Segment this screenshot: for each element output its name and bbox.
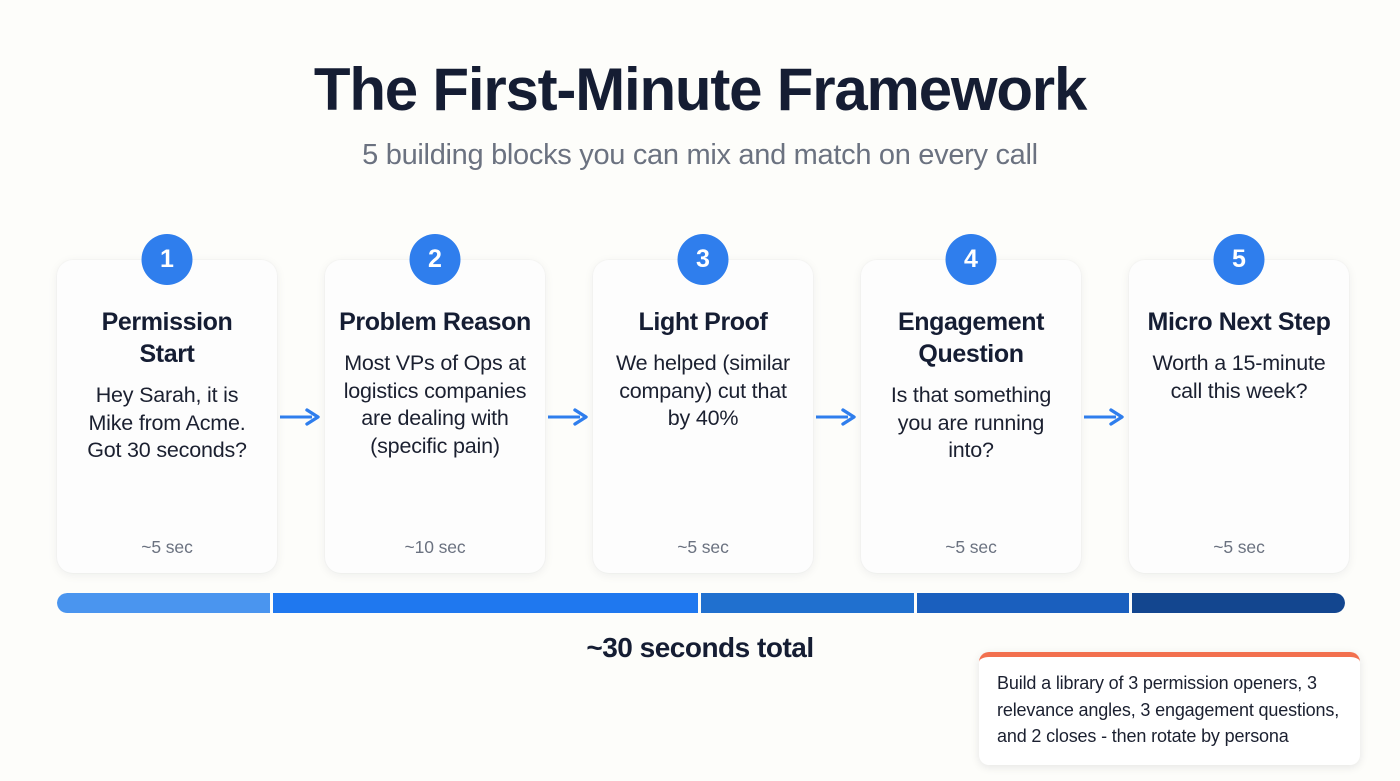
page-title: The First-Minute Framework [313,56,1087,123]
progress-segment-3 [701,593,914,613]
step-title: Problem Reason [339,308,531,336]
arrow-right-icon [1081,260,1129,573]
step-duration: ~5 sec [141,537,193,557]
step-title: Light Proof [638,308,768,336]
step-script-text: Worth a 15-minute call this week? [1152,351,1326,403]
step-duration: ~5 sec [945,537,997,557]
tip-callout: Build a library of 3 permission openers,… [979,652,1360,765]
step-number-badge: 3 [677,234,729,285]
progress-segment-4 [916,593,1130,613]
step-title: Engagement Question [897,308,1045,368]
timeline-progress-bar [57,593,1345,613]
step-script-text: We helped (similar company) cut that by … [615,351,791,431]
step-duration: ~10 sec [404,537,466,557]
step-script-text: Most VPs of Ops at logistics companies a… [343,351,527,458]
step-title: Micro Next Step [1147,308,1331,336]
arrow-right-icon [277,260,325,573]
progress-segment-1 [57,593,270,613]
progress-segment-5 [1132,593,1345,613]
tip-callout-text: Build a library of 3 permission openers,… [997,673,1340,747]
step-title: Permission Start [101,308,233,368]
step-number-badge: 5 [1213,234,1265,285]
progress-segment-2 [272,593,698,613]
step-script-text: Is that something you are running into? [890,383,1052,463]
page-subtitle: 5 building blocks you can mix and match … [362,138,1038,171]
arrow-right-icon [813,260,861,573]
step-script-text: Hey Sarah, it is Mike from Acme. Got 30 … [87,383,247,463]
arrow-right-icon [545,260,593,573]
step-number-badge: 4 [945,234,997,285]
step-number-badge: 1 [141,234,193,285]
step-number-badge: 2 [409,234,461,285]
step-duration: ~5 sec [677,537,729,557]
total-duration-label: ~30 seconds total [586,632,814,663]
step-duration: ~5 sec [1213,537,1265,557]
header: The First-Minute Framework 5 building bl… [0,0,1400,172]
